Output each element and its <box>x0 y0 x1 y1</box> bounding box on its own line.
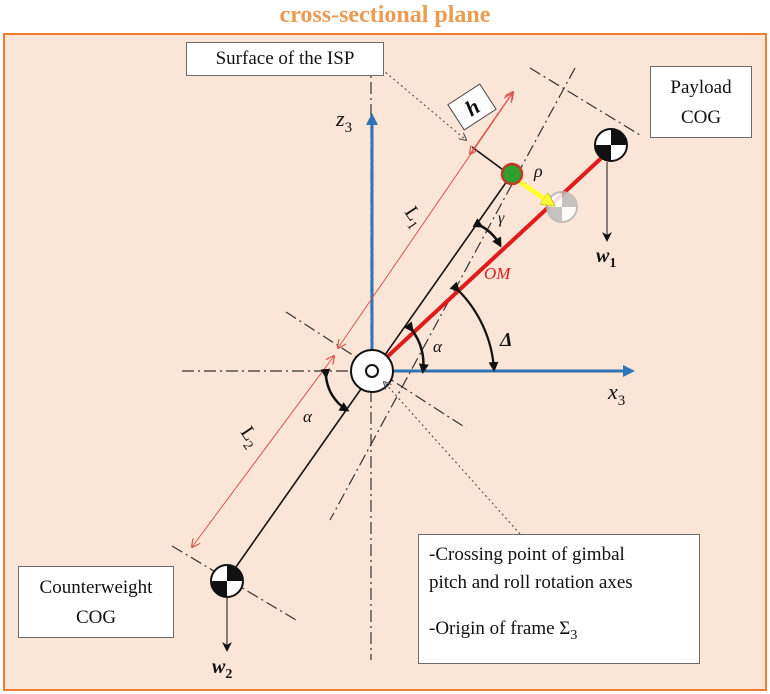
delta-angle-arc <box>449 281 499 372</box>
origin-note-line2: pitch and roll rotation axes <box>429 572 633 593</box>
counterweight-cog-marker <box>210 564 244 598</box>
alpha-angle-arc <box>403 321 429 374</box>
h-dimension <box>470 92 513 154</box>
counterweight-label-box: Counterweight COG <box>18 566 174 638</box>
z3-axis-label: z3 <box>335 106 352 136</box>
counterweight-label-line1: Counterweight <box>39 577 153 598</box>
payload-label-line1: Payload <box>670 77 732 98</box>
tilted-axis-line <box>329 67 576 521</box>
w1-label: w1 <box>596 245 616 271</box>
perpendicular-axis-line <box>285 311 467 429</box>
OM-label: OM <box>484 264 511 283</box>
x3-axis-label: x3 <box>607 379 625 409</box>
pivot-inner-circle <box>365 364 379 378</box>
payload-cog-marker <box>594 128 628 162</box>
isp-point-marker <box>500 162 524 186</box>
origin-note-line3: -Origin of frame Σ3 <box>429 618 578 643</box>
delta-label: Δ <box>499 329 513 351</box>
gamma-angle-arc <box>472 218 502 248</box>
gamma-label: γ <box>498 210 505 227</box>
alpha-lower-label: α <box>303 407 313 426</box>
L2-dimension <box>192 356 334 547</box>
counterweight-label-line2: COG <box>75 607 117 628</box>
displaced-cog-marker <box>546 191 578 223</box>
diagram-title: cross-sectional plane <box>279 2 491 28</box>
payload-label-line2: COG <box>680 107 722 128</box>
origin-note-line1: -Crossing point of gimbal <box>429 544 625 565</box>
rho-label: ρ <box>533 161 543 181</box>
rho-arrow <box>518 179 552 204</box>
surface-leader-line <box>377 65 466 140</box>
h-label-box: h <box>447 83 497 131</box>
payload-label-box: Payload COG <box>650 66 752 138</box>
surface-label-box: Surface of the ISP <box>186 42 384 76</box>
origin-leader-line <box>384 382 521 535</box>
surface-label: Surface of the ISP <box>215 48 355 69</box>
w2-label: w2 <box>212 656 232 682</box>
alpha-upper-label: α <box>433 337 443 356</box>
alpha-lower-angle-arc <box>320 368 350 412</box>
origin-note-box: -Crossing point of gimbal pitch and roll… <box>418 534 700 664</box>
